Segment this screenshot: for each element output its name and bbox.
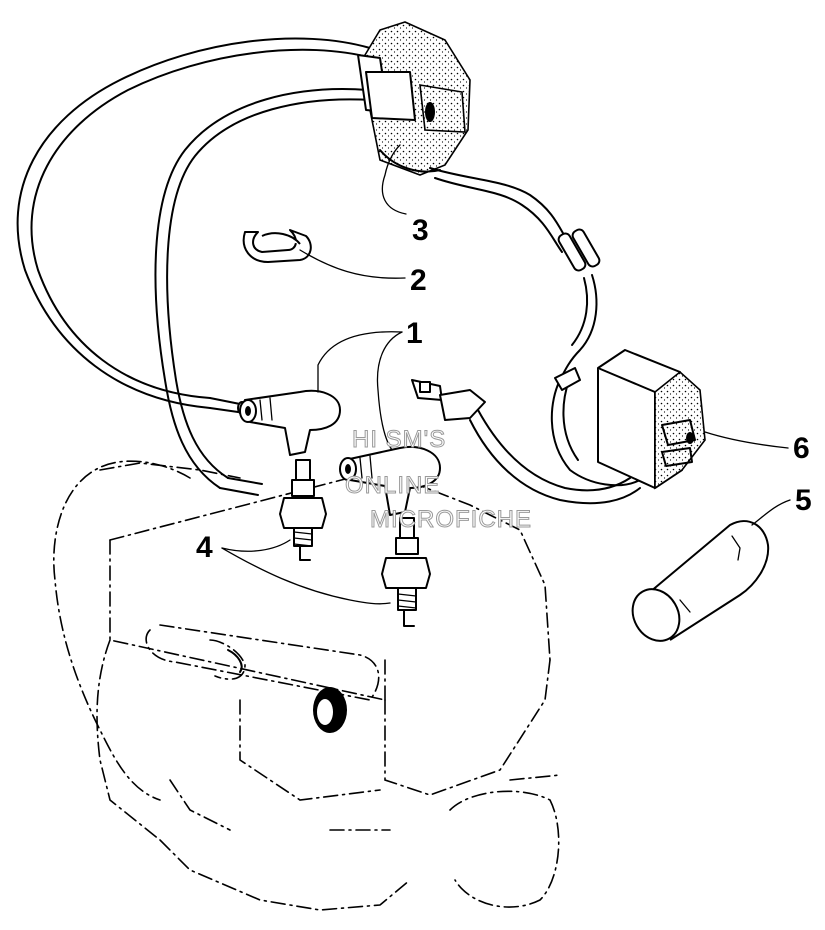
callout-4: 4: [196, 531, 213, 564]
spark-plug-cap-right: [339, 446, 441, 516]
coil-primary-wire: [429, 167, 601, 381]
callout-6: 6: [793, 432, 810, 465]
engine-block-outline: [52, 460, 561, 911]
cdi-unit: [597, 349, 706, 490]
spark-plug-cap-left: [239, 390, 341, 456]
callout-1: 1: [406, 317, 423, 350]
engine-port-icon: [227, 649, 347, 733]
cdi-connector-bundle: [411, 367, 641, 505]
high-tension-lead-inner: [154, 88, 373, 496]
watermark-line-3: MICROFICHE: [370, 506, 532, 533]
ignition-coil: [357, 21, 471, 176]
spark-plug-right: [381, 517, 431, 627]
callout-3: 3: [412, 214, 429, 247]
wire-clip: [242, 229, 312, 263]
watermark-line-1: HI SM'S: [352, 426, 446, 453]
high-tension-lead-outer: [16, 37, 373, 415]
spark-plug-left: [279, 459, 327, 561]
watermark: HI SM'S ONLINE MICROFICHE: [345, 426, 532, 534]
watermark-line-2: ONLINE: [345, 472, 440, 499]
cylinder-part: [631, 520, 770, 642]
leader-lines: [221, 144, 791, 605]
callout-5: 5: [795, 484, 812, 517]
callout-2: 2: [410, 264, 427, 297]
